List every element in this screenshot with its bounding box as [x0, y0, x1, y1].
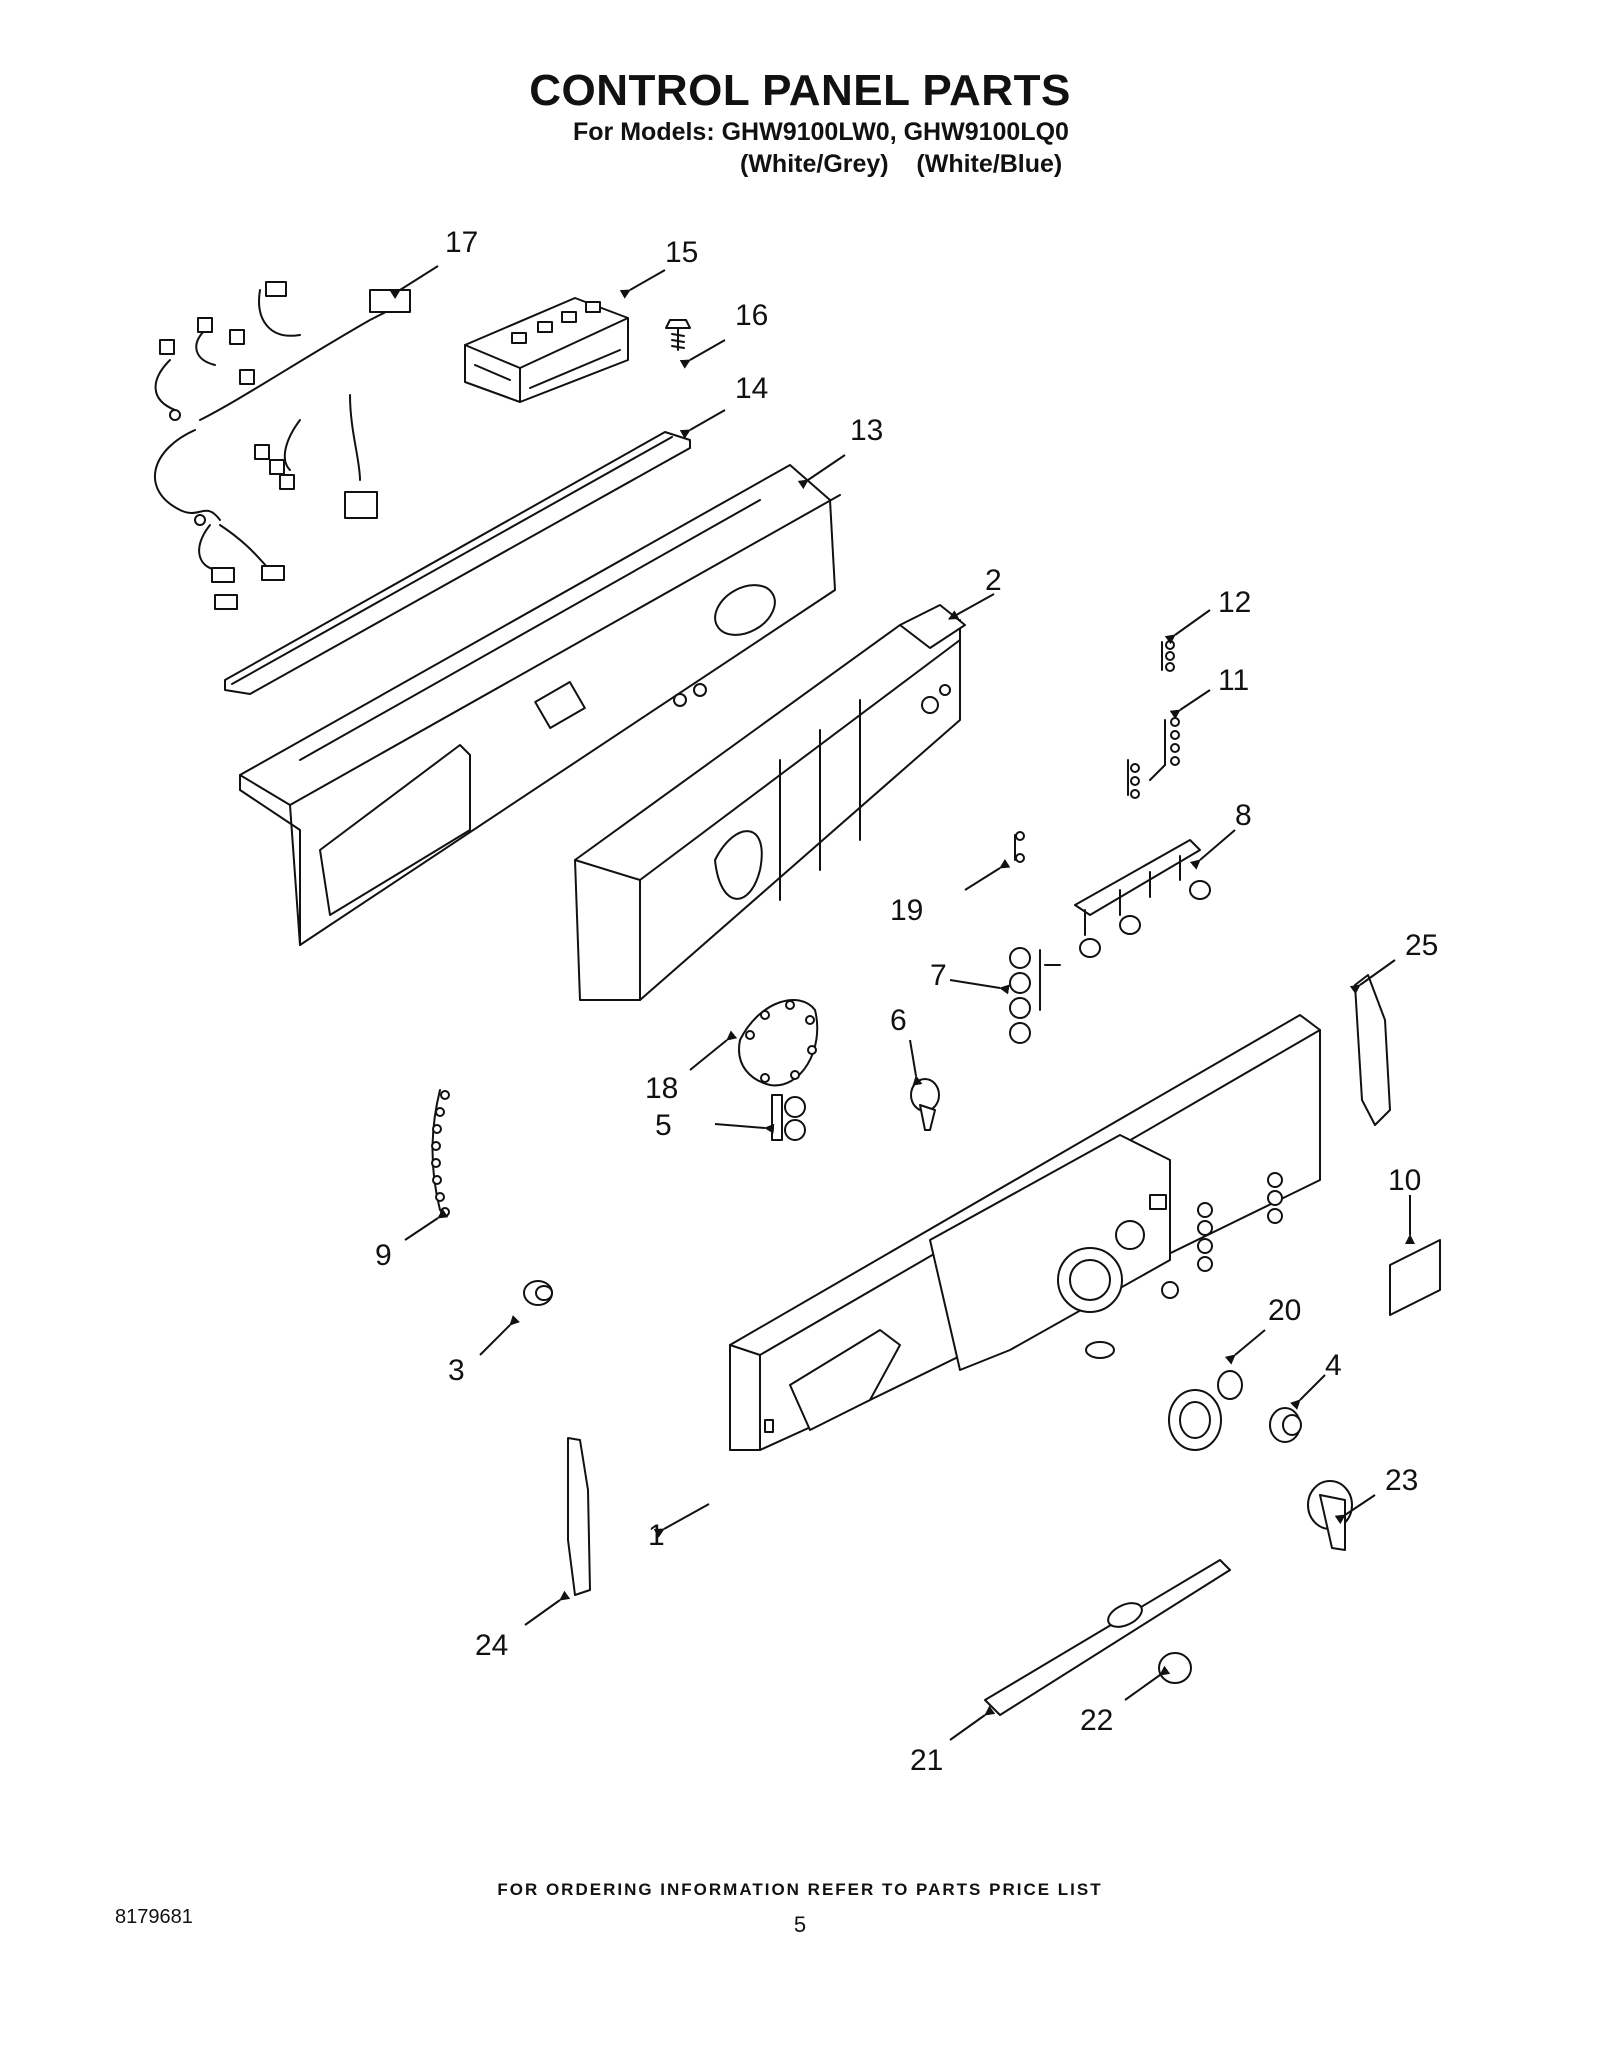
callout-8: 8 — [1235, 799, 1252, 832]
callout-labels: 1 2 3 4 5 6 7 8 9 10 11 12 13 14 15 16 1… — [375, 226, 1438, 1777]
part-25-end-cap — [1354, 974, 1391, 1126]
callout-25: 25 — [1405, 929, 1438, 962]
callout-2: 2 — [985, 564, 1002, 597]
document-number: 8179681 — [115, 1906, 193, 1928]
callout-17: 17 — [445, 226, 478, 259]
part-1-console-front-panel — [729, 1014, 1321, 1451]
part-12-switch — [1161, 640, 1175, 672]
part-19-clip — [1014, 831, 1025, 863]
callout-14: 14 — [735, 372, 768, 405]
part-11-switch-cluster — [1127, 717, 1180, 799]
callout-20: 20 — [1268, 1294, 1301, 1327]
model-list: For Models: GHW9100LW0, GHW9100LQ0 — [573, 118, 1069, 146]
part-3-small-knob — [523, 1280, 553, 1306]
callout-15: 15 — [665, 236, 698, 269]
part-4-knob — [1269, 1407, 1302, 1443]
part-24-end-cap — [567, 1437, 591, 1596]
callout-22: 22 — [1080, 1704, 1113, 1737]
part-17-wiring-harness — [153, 281, 411, 610]
part-6-knob — [910, 1078, 940, 1131]
part-20-dial-bezel — [1168, 1370, 1243, 1451]
callout-19: 19 — [890, 894, 923, 927]
part-18-led-ring — [738, 999, 819, 1087]
callout-1: 1 — [648, 1519, 665, 1552]
callout-9: 9 — [375, 1239, 392, 1272]
part-7-button-set — [1009, 947, 1061, 1044]
part-10-overlay-label — [1389, 1239, 1441, 1316]
callout-11: 11 — [1218, 664, 1249, 697]
callout-5: 5 — [655, 1109, 672, 1142]
model-color-variants: (White/Grey) (White/Blue) — [740, 150, 1063, 178]
part-9-led-strip — [431, 1089, 450, 1217]
part-15-control-module — [464, 297, 629, 403]
callout-23: 23 — [1385, 1464, 1418, 1497]
part-21-trim — [984, 1559, 1231, 1716]
part-8-button-bracket — [1074, 839, 1211, 958]
part-14-bracket-rail — [224, 431, 691, 695]
callout-7: 7 — [930, 959, 947, 992]
callout-16: 16 — [735, 299, 768, 332]
callout-24: 24 — [475, 1629, 508, 1662]
part-22-lens — [1158, 1652, 1192, 1684]
callout-21: 21 — [910, 1744, 943, 1777]
page-title: CONTROL PANEL PARTS — [529, 66, 1071, 115]
part-5-push-button — [771, 1094, 806, 1141]
callout-10: 10 — [1388, 1164, 1421, 1197]
callout-18: 18 — [645, 1072, 678, 1105]
page-number: 5 — [793, 1912, 807, 1937]
ordering-note: FOR ORDERING INFORMATION REFER TO PARTS … — [497, 1880, 1103, 1899]
part-16-screw — [665, 319, 691, 351]
callout-13: 13 — [850, 414, 883, 447]
leader-lines — [389, 265, 1415, 1741]
callout-12: 12 — [1218, 586, 1251, 619]
callout-4: 4 — [1325, 1349, 1342, 1382]
callout-3: 3 — [448, 1354, 465, 1387]
part-13-console-back-panel — [239, 464, 841, 946]
callout-6: 6 — [890, 1004, 907, 1037]
